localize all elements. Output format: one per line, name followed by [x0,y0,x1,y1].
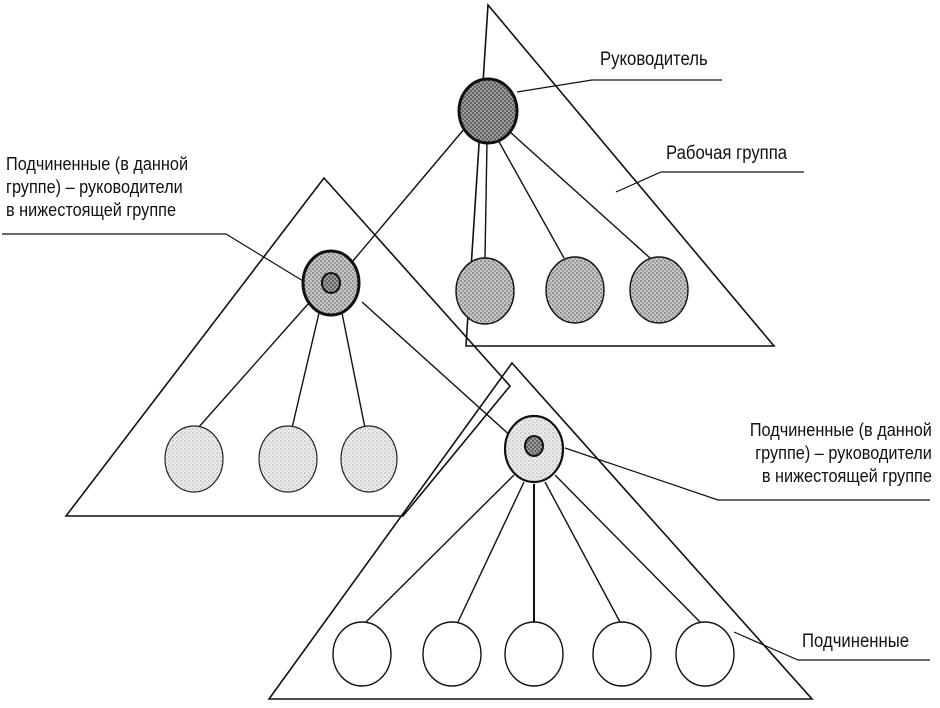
sub-leader-to-member-line [457,481,525,623]
work-group-label-pointer [615,171,804,193]
sub-leaders-label-line: в нижестоящей группе [761,465,932,486]
work-group-triangle-top [465,2,776,347]
top-group-member-node [629,256,689,324]
inner-leader-dot [524,435,544,457]
triangle-outlines [64,2,814,700]
connector-lines [197,127,701,623]
sub-leader-to-sub-leader-line [361,301,514,439]
subordinate-node [422,621,482,687]
sub-leader-to-member-line [554,474,701,623]
leader-to-sub-leader-line [351,127,466,263]
sub-leader-to-member-line [365,474,515,623]
leader-to-member-line [509,131,651,259]
middle-group-member-node [340,425,398,493]
work-group-triangle-bottom [267,361,814,700]
leader-node [457,77,519,145]
subordinates-label-pointer [733,631,930,661]
label-leader-lines [2,79,930,661]
work-group-triangle-middle [64,176,512,517]
sub-leaders-label-line: группе) – руководители [755,442,932,463]
subordinate-node [592,621,652,687]
sub-leaders-label-line: Подчиненные (в данной [6,153,189,174]
right-sub-leader-label-pointer [564,447,930,501]
leader-label: Руководитель [600,49,708,70]
sub-leaders-label-line: группе) – руководители [6,176,183,197]
subordinates-label: Подчиненные [802,631,910,652]
sub-leader-to-member-line [291,312,320,429]
subordinate-node [504,621,564,687]
sub-leader-to-member-line [197,303,309,429]
sub-leaders-label-line: в нижестоящей группе [6,199,177,220]
sub-leaders-label-right: Подчиненные (в данной группе) – руководи… [750,418,932,487]
sub-leader-to-member-line [544,481,621,623]
top-group-member-node [455,257,515,325]
left-sub-leader-label-pointer [2,233,309,285]
sub-leader-to-member-line [341,312,366,429]
top-group-member-node [545,256,605,324]
leader-to-member-line [497,139,565,259]
sub-leaders-label-left: Подчиненные (в данной группе) – руководи… [6,152,188,221]
leader-to-member-line [484,141,488,259]
middle-group-member-node [164,425,224,493]
subordinate-node [675,621,735,687]
sub-leaders-label-line: Подчиненные (в данной [749,419,932,440]
subordinate-node [332,621,392,687]
work-group-label: Рабочая группа [666,143,788,164]
inner-leader-dot [321,272,341,294]
leader-label-pointer [516,79,722,93]
middle-group-member-node [258,425,318,493]
